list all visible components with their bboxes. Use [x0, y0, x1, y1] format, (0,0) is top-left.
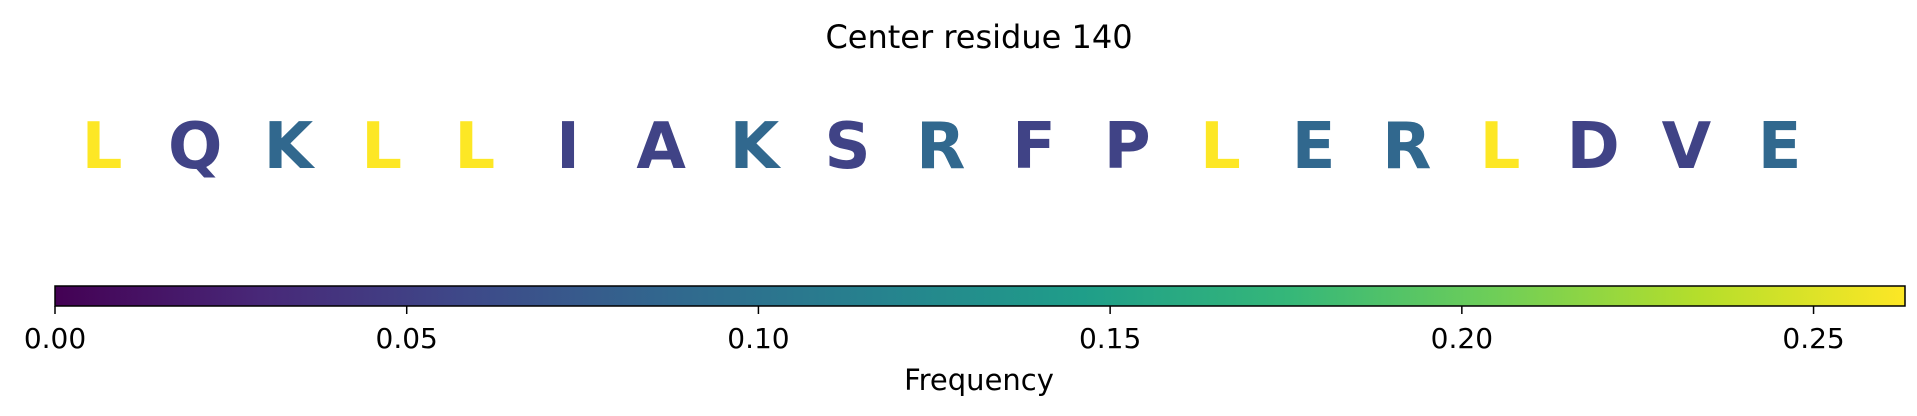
colorbar-ticks: 0.00 0.05 0.10 0.15 0.20 0.25 [24, 306, 1845, 355]
residue-letter: D [1567, 110, 1620, 184]
colorbar-tick-label: 0.10 [727, 322, 789, 355]
residue-letter: E [1292, 110, 1336, 184]
colorbar-tick-label: 0.05 [376, 322, 438, 355]
residue-letter: L [1480, 110, 1521, 184]
residue-letter: A [636, 110, 686, 184]
residue-letter: K [730, 110, 782, 184]
residue-letter: L [454, 110, 495, 184]
colorbar-tick-label: 0.20 [1431, 322, 1493, 355]
residue-letter: Q [168, 110, 222, 184]
residue-letter: K [264, 110, 316, 184]
colorbar-tick-label: 0.15 [1079, 322, 1141, 355]
residue-letter: V [1662, 110, 1712, 184]
colorbar-tick-label: 0.25 [1782, 322, 1844, 355]
residue-letter: F [1012, 110, 1056, 184]
residue-letter: I [556, 110, 580, 184]
residue-letter: E [1758, 110, 1802, 184]
residue-letter: S [825, 110, 871, 184]
residue-letter: R [916, 110, 965, 184]
residue-letter: L [361, 110, 402, 184]
residue-letter: P [1104, 110, 1151, 184]
colorbar-gradient [54, 285, 1906, 307]
chart-title: Center residue 140 [825, 18, 1132, 56]
colorbar: 0.00 0.05 0.10 0.15 0.20 0.25 Frequency [24, 285, 1906, 397]
residue-letter: R [1382, 110, 1431, 184]
residue-letter: L [1200, 110, 1241, 184]
residue-letter: L [82, 110, 123, 184]
colorbar-label: Frequency [904, 363, 1054, 397]
colorbar-tick-label: 0.00 [24, 322, 86, 355]
